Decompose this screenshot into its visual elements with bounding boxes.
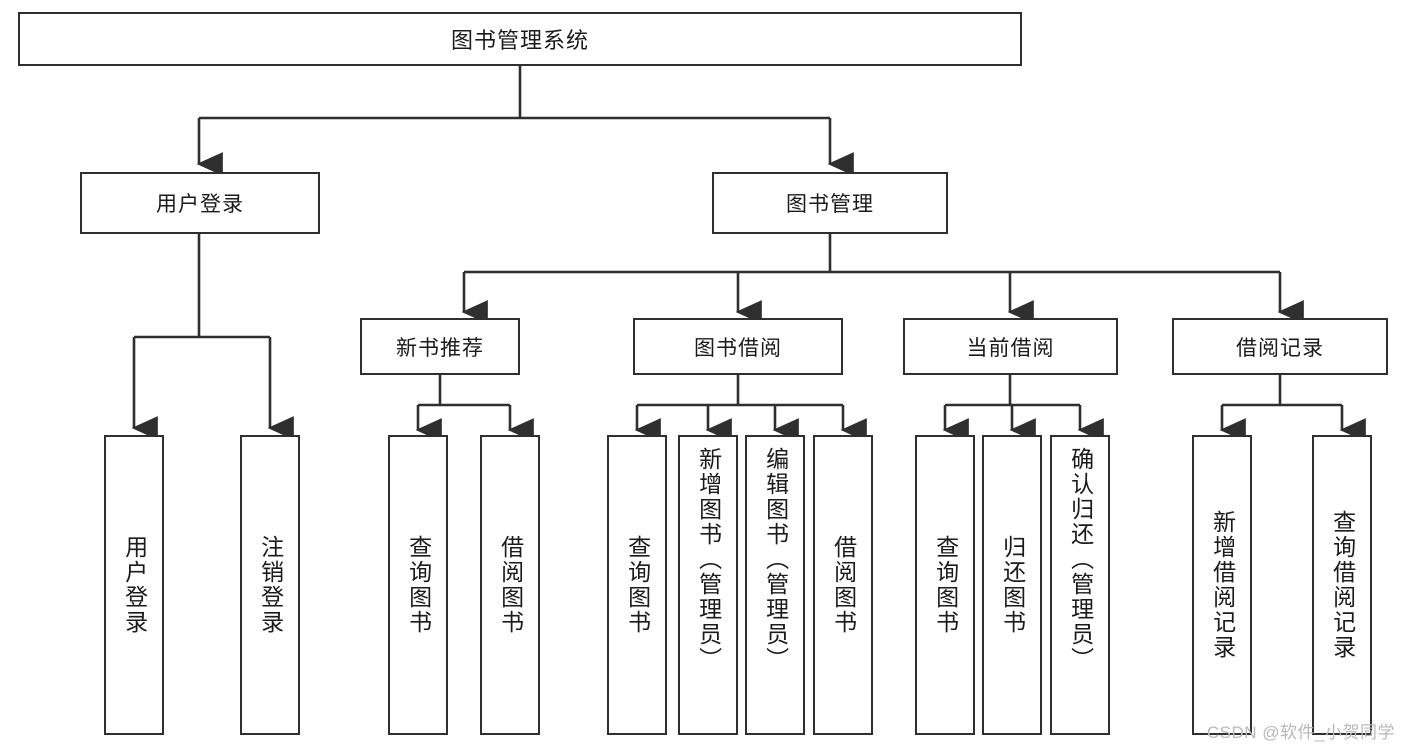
node-label: 图书管理系统 (450, 28, 589, 53)
leaf-query-book-current[interactable]: 查询图书 (915, 435, 975, 735)
node-label: 归还图书 (999, 535, 1026, 635)
node-label: 查询图书 (932, 535, 959, 635)
node-label: 注销登录 (257, 535, 284, 635)
leaf-add-book-admin[interactable]: 新增图书（管理员） (678, 435, 738, 735)
node-label: 借阅图书 (830, 535, 857, 635)
node-label: 查询图书 (624, 535, 651, 635)
leaf-edit-book-admin[interactable]: 编辑图书（管理员） (745, 435, 805, 735)
node-root-book-management-system[interactable]: 图书管理系统 (18, 12, 1022, 66)
node-label: 用户登录 (121, 535, 148, 635)
node-book-borrow[interactable]: 图书借阅 (633, 318, 843, 375)
leaf-query-book-recommend[interactable]: 查询图书 (388, 435, 448, 735)
leaf-confirm-return-admin[interactable]: 确认归还（管理员） (1050, 435, 1110, 735)
node-label: 用户登录 (156, 193, 244, 216)
node-label: 新书推荐 (396, 336, 484, 360)
leaf-user-login[interactable]: 用户登录 (104, 435, 164, 735)
leaf-query-book-borrow[interactable]: 查询图书 (607, 435, 667, 735)
node-label: 编辑图书（管理员） (762, 447, 789, 672)
node-label: 借阅记录 (1236, 336, 1324, 360)
node-label: 新增图书（管理员） (695, 447, 722, 672)
node-book-management[interactable]: 图书管理 (712, 172, 948, 234)
node-label: 当前借阅 (966, 336, 1055, 360)
node-current-borrow[interactable]: 当前借阅 (903, 318, 1118, 375)
node-user-login[interactable]: 用户登录 (80, 172, 320, 234)
node-label: 查询图书 (405, 535, 432, 635)
node-label: 图书管理 (786, 193, 874, 216)
node-borrow-record[interactable]: 借阅记录 (1172, 318, 1388, 375)
node-label: 图书借阅 (694, 336, 782, 360)
node-label: 借阅图书 (497, 535, 524, 635)
node-new-book-recommend[interactable]: 新书推荐 (360, 318, 520, 375)
node-label: 新增借阅记录 (1209, 510, 1236, 660)
leaf-return-book[interactable]: 归还图书 (982, 435, 1042, 735)
leaf-logout-login[interactable]: 注销登录 (240, 435, 300, 735)
csdn-watermark: CSDN @软件_小贺同学 (1206, 723, 1395, 742)
leaf-add-borrow-record[interactable]: 新增借阅记录 (1192, 435, 1252, 735)
leaf-query-borrow-record[interactable]: 查询借阅记录 (1312, 435, 1372, 735)
leaf-borrow-book-recommend[interactable]: 借阅图书 (480, 435, 540, 735)
node-label: 确认归还（管理员） (1067, 447, 1094, 672)
leaf-borrow-book[interactable]: 借阅图书 (813, 435, 873, 735)
node-label: 查询借阅记录 (1329, 510, 1356, 660)
